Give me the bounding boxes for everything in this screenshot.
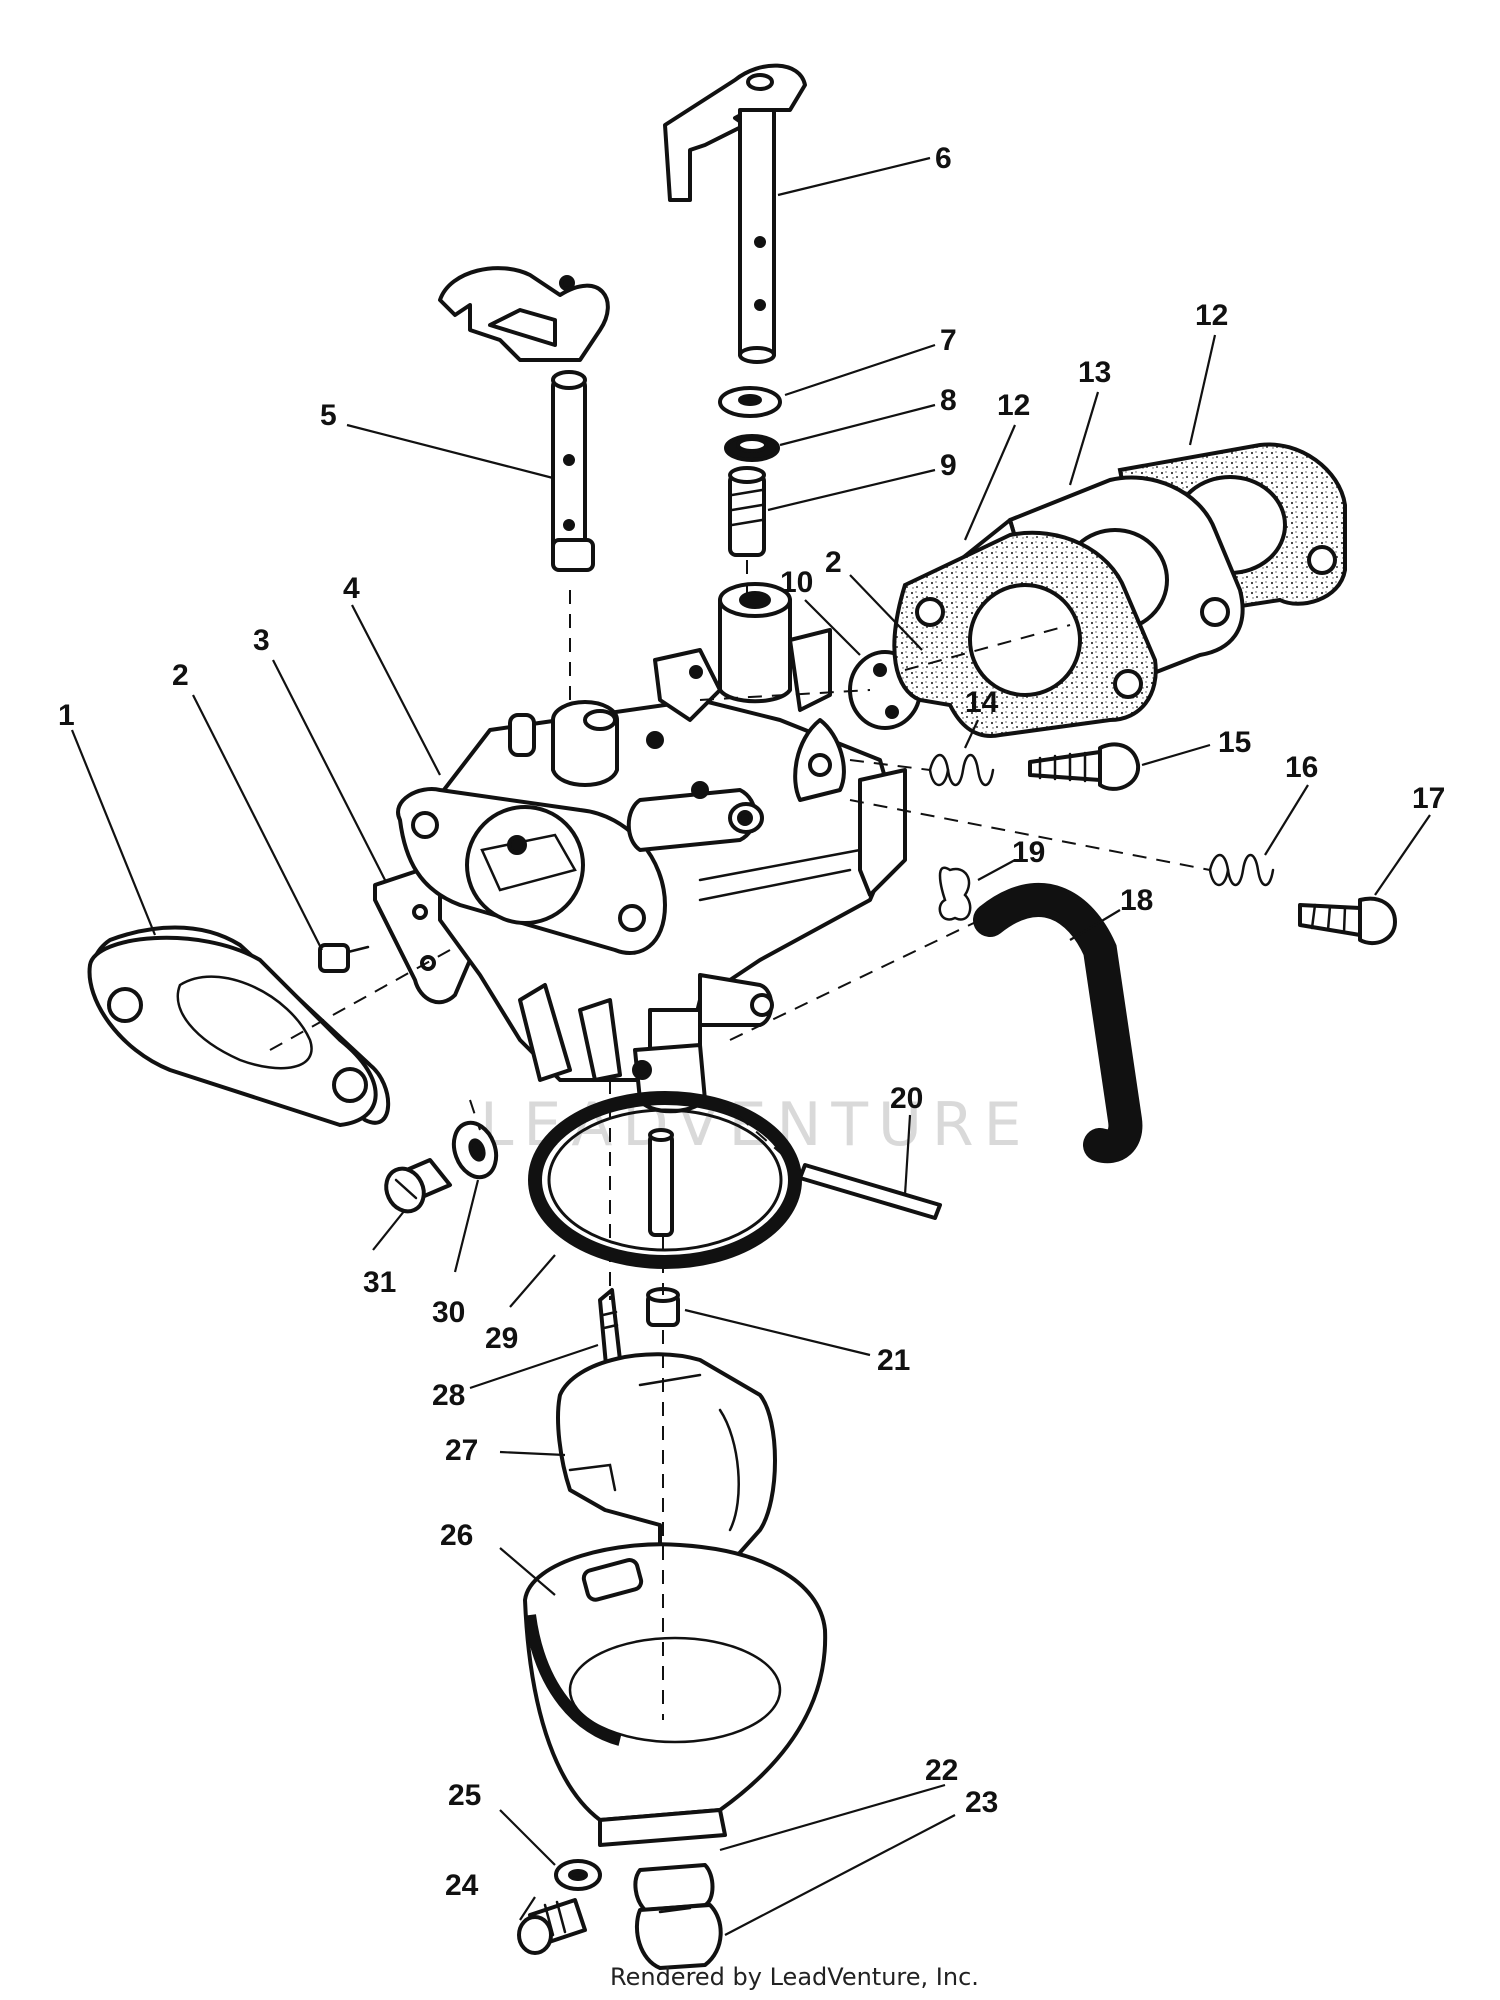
callout-labels: 1 2 2 3 4 5 6 7 8 9 10 12 12 13 14 15 16… (58, 142, 1445, 1902)
part-31-screw (384, 1158, 452, 1214)
part-22-23-drain-bolt (633, 1863, 723, 1970)
callout-12-front: 12 (997, 389, 1030, 422)
callout-15: 15 (1218, 726, 1251, 759)
part-float-needle-shaft (648, 1128, 674, 1237)
part-7-washer (718, 386, 782, 418)
callout-2-right: 2 (825, 546, 842, 579)
callout-26: 26 (440, 1519, 473, 1552)
callout-8: 8 (940, 384, 957, 417)
callout-12-rear: 12 (1195, 299, 1228, 332)
callout-29: 29 (485, 1322, 518, 1355)
callout-25: 25 (448, 1779, 481, 1812)
callout-30: 30 (432, 1296, 465, 1329)
part-12-gasket-front (892, 530, 1158, 738)
part-9-fitting (728, 466, 766, 557)
part-4-carburetor-body (396, 582, 907, 1114)
part-24-screw (517, 1898, 587, 1955)
callout-24: 24 (445, 1869, 479, 1902)
part-5-throttle-shaft (438, 266, 610, 572)
part-2-screw-left (318, 943, 370, 973)
callout-1: 1 (58, 699, 75, 732)
part-18-fuel-hose (973, 883, 1143, 1164)
part-15-needle-screw (1028, 742, 1141, 791)
part-28-inlet-needle (598, 1288, 622, 1367)
part-17-screw (1298, 896, 1397, 946)
callout-4: 4 (343, 572, 360, 605)
footer-credit: Rendered by LeadVenture, Inc. (610, 1963, 979, 1991)
callout-2-left: 2 (172, 659, 189, 692)
callout-9: 9 (940, 449, 957, 482)
callout-14: 14 (965, 686, 999, 719)
part-16-spring (1208, 853, 1275, 887)
callout-3: 3 (253, 624, 270, 657)
callout-17: 17 (1412, 782, 1445, 815)
callout-6: 6 (935, 142, 952, 175)
callout-21: 21 (877, 1344, 910, 1377)
part-14-spring (928, 753, 995, 787)
callout-23: 23 (965, 1786, 998, 1819)
callout-7: 7 (940, 324, 957, 357)
part-29-bowl-gasket (528, 1091, 802, 1269)
callout-16: 16 (1285, 751, 1318, 784)
part-19-clip (938, 866, 972, 921)
callout-13: 13 (1078, 356, 1111, 389)
callout-5: 5 (320, 399, 337, 432)
part-25-washer (554, 1859, 602, 1891)
part-20-pin (798, 1163, 942, 1220)
part-6-choke-shaft (663, 63, 807, 364)
callout-19: 19 (1012, 836, 1045, 869)
callout-27: 27 (445, 1434, 478, 1467)
part-8-seal (724, 434, 780, 462)
callout-18: 18 (1120, 884, 1153, 917)
callout-31: 31 (363, 1266, 396, 1299)
leader-lines (70, 156, 1431, 1936)
callout-20: 20 (890, 1082, 923, 1115)
callout-22: 22 (925, 1754, 958, 1787)
part-26-float-bowl (523, 1542, 828, 1847)
part-1-gasket (87, 925, 391, 1127)
assembly-centerlines (269, 560, 1211, 1720)
part-30-washer (451, 1120, 499, 1180)
part-27-float (556, 1352, 777, 1582)
callout-10: 10 (780, 566, 813, 599)
callout-28: 28 (432, 1379, 465, 1412)
